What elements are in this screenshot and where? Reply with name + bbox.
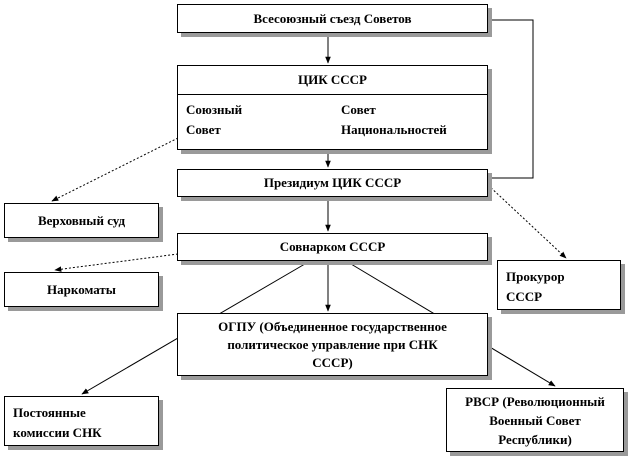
union-council: Союзный Совет <box>186 100 242 140</box>
rvsr-line3: Республики) <box>498 431 572 447</box>
union-council-line1: Союзный <box>186 102 243 117</box>
rvsr-line2: Военный Совет <box>489 412 581 428</box>
arrow-presidium-to-prosecutor <box>487 184 567 259</box>
prosecutor-line2: СССР <box>506 289 543 304</box>
sovnarkom-box: Совнарком СССР <box>177 233 488 261</box>
ogpu-line3: СССР) <box>312 354 353 370</box>
ogpu-line1: ОГПУ (Объединенное государственное <box>218 318 447 334</box>
rvsr-box: РВСР (Революционный Военный Совет Респуб… <box>446 388 624 452</box>
arrow-council-to-court <box>51 137 179 202</box>
sovnarkom-label: Совнарком СССР <box>279 239 386 254</box>
narkomats-box: Наркоматы <box>4 272 159 307</box>
congress-box: Всесоюзный съезд Советов <box>177 4 488 33</box>
arrow-sovnarkom-to-narkomats <box>54 253 179 272</box>
nationalities-line2: Национальностей <box>341 122 447 137</box>
prosecutor-box: Прокурор СССР <box>497 260 621 310</box>
nationalities-council: Совет Национальностей <box>341 100 447 140</box>
supreme-court-box: Верховный суд <box>4 203 159 238</box>
commissions-box: Постоянные комиссии СНК <box>4 396 159 446</box>
supreme-court-label: Верховный суд <box>37 212 126 228</box>
presidium-box: Президиум ЦИК СССР <box>177 169 488 197</box>
presidium-label: Президиум ЦИК СССР <box>263 175 402 190</box>
cec-title: ЦИК СССР <box>178 66 487 95</box>
commissions-line2: комиссии СНК <box>13 425 102 440</box>
congress-label: Всесоюзный съезд Советов <box>253 10 412 26</box>
commissions-line1: Постоянные <box>13 405 86 420</box>
union-council-line2: Совет <box>186 122 221 137</box>
nationalities-line1: Совет <box>341 102 376 117</box>
rvsr-line1: РВСР (Революционный <box>465 393 605 409</box>
bracket-congress-presidium <box>488 19 534 179</box>
narkomats-label: Наркоматы <box>47 281 116 297</box>
ogpu-line2: политическое управление при СНК <box>227 336 438 352</box>
cec-box: ЦИК СССР Союзный Совет Совет Национально… <box>177 65 488 150</box>
ogpu-box: ОГПУ (Объединенное государственное полит… <box>177 313 488 376</box>
prosecutor-line1: Прокурор <box>506 269 565 284</box>
